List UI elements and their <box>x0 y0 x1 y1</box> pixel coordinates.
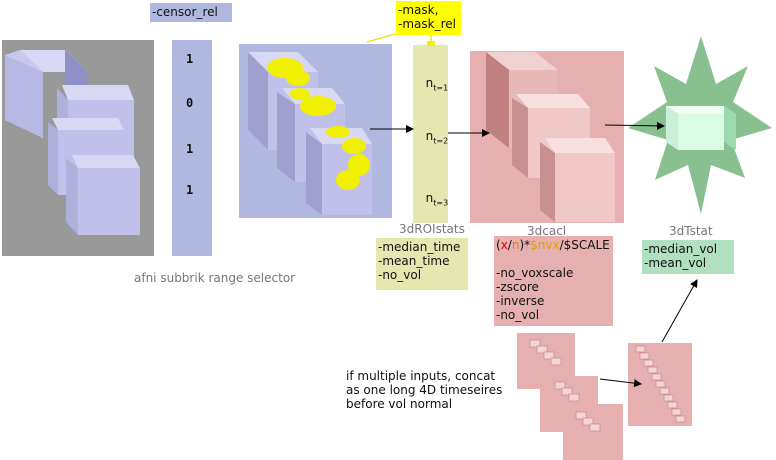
subbrik-selector-label: afni subbrik range selector <box>134 271 296 285</box>
tiny-cubes-combined <box>635 345 686 423</box>
pink-cube-3 <box>540 138 615 222</box>
dcacl-option-1: -no_voxscale <box>496 266 574 280</box>
note-line-1: if multiple inputs, concat <box>346 369 496 383</box>
timepoint-1: nt=1 <box>425 76 449 93</box>
mask-callout-line <box>366 32 400 43</box>
mask-callout-marker <box>427 41 435 46</box>
roistats-option-3: -no_vol <box>378 268 422 282</box>
tstat-option-1: -median_vol <box>644 242 718 256</box>
censor-rel-label: -censor_rel <box>150 3 232 22</box>
tstat-option-2: -mean_vol <box>644 256 707 270</box>
note-line-3: before vol normal <box>346 397 453 411</box>
concat-panel-3 <box>563 404 623 460</box>
dcacl-options-box: (x/n)*$nvx/$SCALE -no_voxscale -zscore -… <box>494 236 613 326</box>
censor-value-2: 0 <box>186 96 194 110</box>
arrow-dcacl-to-tstat <box>604 121 665 130</box>
dcacl-title: 3dcacl <box>527 224 567 238</box>
grey-cube-4 <box>66 155 140 235</box>
dcacl-option-3: -inverse <box>496 294 545 308</box>
tstat-title: 3dTstat <box>669 224 713 238</box>
timepoint-2: nt=2 <box>425 129 449 146</box>
dcacl-expression: (x/n)*$nvx/$SCALE <box>496 238 610 252</box>
arrow-concat-to-combined <box>599 378 642 388</box>
masked-cube-3 <box>306 126 372 215</box>
roistats-options-box: -median_time -mean_time -no_vol <box>376 238 468 290</box>
tstat-options-box: -median_vol -mean_vol <box>642 240 734 274</box>
censor-value-1: 1 <box>186 52 194 66</box>
note-line-2: as one long 4D timeseires <box>346 383 503 397</box>
dcacl-spacer <box>494 252 613 266</box>
dcacl-option-2: -zscore <box>496 280 539 294</box>
mask-rel-label: -mask_rel <box>398 17 456 31</box>
censor-value-3: 1 <box>186 142 194 156</box>
roistats-title: 3dROIstats <box>399 222 465 236</box>
censor-column <box>172 40 212 256</box>
dcacl-option-4: -no_vol <box>496 308 540 322</box>
timepoint-3: nt=3 <box>425 191 449 208</box>
tiny-cubes-1 <box>529 339 562 366</box>
mask-label-box: -mask, -mask_rel <box>396 1 461 35</box>
mask-label: -mask, <box>398 3 439 17</box>
tiny-cubes-3 <box>575 411 601 432</box>
green-cube <box>666 106 736 150</box>
censor-value-4: 1 <box>186 183 194 197</box>
roistats-option-1: -median_time <box>378 240 461 254</box>
timepoint-column <box>413 45 448 223</box>
tiny-cubes-2 <box>554 381 580 402</box>
arrow-combined-to-tstat-opts <box>661 279 698 343</box>
roistats-option-2: -mean_time <box>378 254 450 268</box>
multi-input-note: if multiple inputs, concat as one long 4… <box>346 369 502 411</box>
